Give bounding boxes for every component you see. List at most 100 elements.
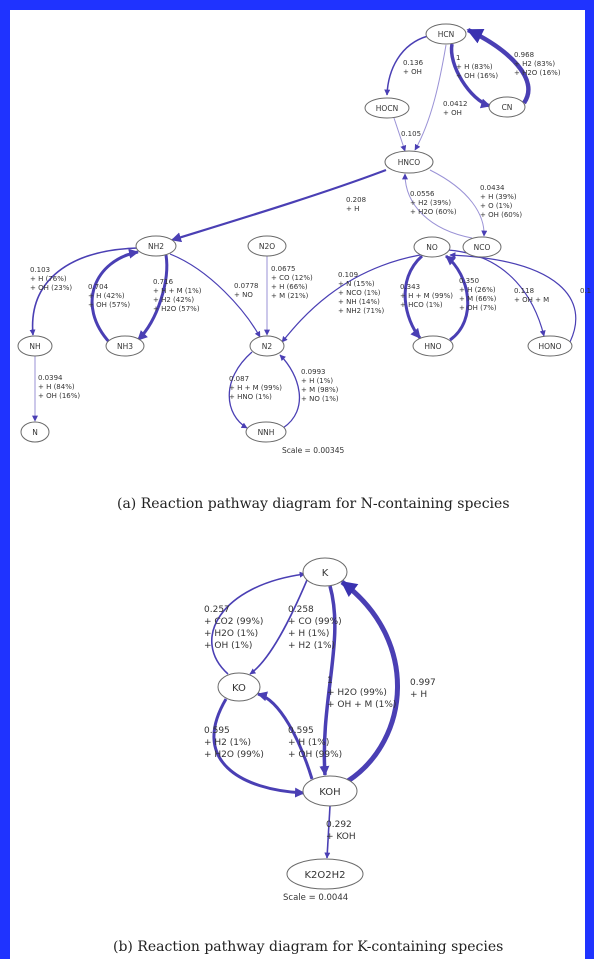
edge-label-k-koh: 1+ H2O (99%)+ OH + M (1%) (327, 676, 396, 710)
edge-label-no-hono: 0.118+ OH + M (514, 287, 549, 304)
node-no: NO (413, 236, 451, 258)
edge-label-koh-ko: 0.595+ H (1%)+ OH (99%) (288, 726, 342, 760)
pathway-arrow (249, 579, 308, 675)
node-label: CN (502, 103, 513, 112)
node-hnco: HNCO (384, 150, 434, 174)
pathway-arrow (466, 27, 531, 105)
pathway-arrow (403, 254, 424, 339)
node-nh: NH (17, 335, 53, 357)
node-koh: KOH (302, 775, 358, 807)
edge-label-n2-nnh: 0.087+ H + M (99%)+ HNO (1%) (229, 375, 282, 401)
node-label: HOCN (376, 104, 398, 113)
caption-b: (b) Reaction pathway diagram for K-conta… (113, 939, 503, 955)
node-label: NH (29, 342, 40, 351)
edge-label-hnco-nco: 0.0434+ H (39%)+ O (1%)+ OH (60%) (480, 184, 522, 219)
node-label: HCN (438, 30, 455, 39)
node-cn: CN (488, 96, 526, 118)
node-hocn: HOCN (364, 97, 410, 119)
node-label: KOH (319, 787, 340, 798)
scale-label-b: Scale = 0.0044 (283, 893, 348, 903)
node-label: HNCO (398, 158, 420, 167)
edge-label-nh2-n2: 0.0778+ NO (234, 282, 259, 299)
pathway-arrow (29, 247, 139, 336)
node-label: N (32, 428, 38, 437)
pathway-arrow (212, 698, 305, 798)
node-label: NH3 (117, 342, 133, 351)
node-hno: HNO (412, 335, 454, 357)
pathway-arrow (384, 35, 429, 96)
node-hono: HONO (527, 335, 573, 357)
pathway-arrow (414, 44, 447, 151)
edge-label-nco-hnco: 0.0556+ H2 (39%)+ H2O (60%) (410, 190, 457, 216)
edge-label-cn-hcn: 0.968+ H2 (83%)+ H2O (16%) (514, 51, 561, 77)
figure-texts: Scale = 0.00345 (a) Reaction pathway dia… (113, 446, 510, 955)
pathway-arrow (281, 254, 421, 343)
node-n2: N2 (249, 335, 285, 357)
pathway-arrow (136, 254, 169, 342)
pathway-arrow (449, 252, 577, 343)
edge-label-hno-no: 0.350+ H (26%)+ M (66%)+ OH (7%) (459, 277, 497, 312)
edge-label-nh2-nh: 0.103+ H (76%)+ OH (23%) (30, 266, 72, 292)
edge-label-koh-k: 0.997+ H (410, 678, 436, 700)
pathway-edges (29, 27, 577, 859)
edge-label-nnh-n2: 0.0993+ H (1%)+ M (98%)+ NO (1%) (301, 368, 339, 403)
node-label: N2O (259, 242, 275, 251)
edge-label-hcn-hocn: 0.136+ OH (403, 59, 424, 76)
pathway-arrow (445, 254, 470, 342)
pathway-arrow (429, 169, 488, 237)
pathway-arrow (90, 248, 139, 345)
node-label: HONO (538, 342, 561, 351)
pathway-arrow (340, 579, 400, 784)
node-n: N (20, 421, 50, 443)
edge-label-nh-n: 0.0394+ H (84%)+ OH (16%) (38, 374, 80, 400)
edge-label-no-n2: 0.109+ N (15%)+ NCO (1%)+ NH (14%)+ NH2 … (338, 271, 385, 315)
node-label: NNH (258, 428, 275, 437)
edge-label-nh2-nh3: 0.716+ H + M (1%)+ H2 (42%)+ H2O (57%) (153, 278, 202, 313)
node-label: K (322, 568, 329, 579)
edge-label-n2o-n2: 0.0675+ CO (12%)+ H (66%)+ M (21%) (271, 265, 313, 300)
edge-label-hocn-hnco: 0.105 (401, 130, 421, 138)
node-nnh: NNH (245, 421, 287, 443)
node-label: KO (232, 683, 246, 694)
pathway-arrow (393, 117, 407, 152)
node-nh2: NH2 (135, 235, 177, 257)
pathway-arrow (449, 43, 491, 109)
node-k2o2h2: K2O2H2 (286, 858, 364, 890)
scale-label-a: Scale = 0.00345 (282, 446, 344, 455)
pathway-arrow (169, 253, 261, 338)
edge-label-hnco-nh2: 0.208+ H (346, 196, 366, 213)
node-label: HNO (424, 342, 441, 351)
pathway-arrow (402, 173, 473, 239)
pathway-arrow (324, 805, 331, 859)
edge-label-no-hno: 0.343+ H + M (99%)+ HCO (1%) (400, 283, 453, 309)
node-label: N2 (262, 342, 273, 351)
edge-label-koh-k2o2h2: 0.292+ KOH (326, 820, 356, 842)
node-ko: KO (217, 672, 261, 702)
node-n2o: N2O (247, 235, 287, 257)
node-hcn: HCN (425, 23, 467, 45)
pathway-arrow (171, 168, 387, 243)
node-label: NO (426, 243, 438, 252)
edge-labels: 0.136+ OH 1+ H (83%)+ OH (16%) 0.968+ H2 (… (30, 51, 591, 842)
pathway-arrow (319, 585, 337, 776)
pathway-arrow (279, 354, 301, 429)
edge-label-k-ko: 0.258+ CO (99%)+ H (1%)+ H2 (1%) (288, 605, 342, 651)
pathway-arrow (228, 351, 253, 429)
edge-label-hcn-hnco: 0.0412+ OH (443, 100, 468, 117)
pathway-arrow (211, 571, 306, 675)
pathway-arrow (257, 691, 314, 780)
node-label: NH2 (148, 242, 164, 251)
edge-label-nh3-nh2: 0.704+ H (42%)+ OH (57%) (88, 283, 130, 309)
node-nco: NCO (462, 236, 502, 258)
edge-label-hcn-cn: 1+ H (83%)+ OH (16%) (456, 54, 498, 80)
node-nh3: NH3 (105, 335, 145, 357)
edge-label-hono-no: 0.1 (580, 287, 591, 295)
node-label: K2O2H2 (304, 870, 345, 881)
edge-label-ko-koh: 0.595+ H2 (1%)+ H2O (99%) (204, 726, 264, 760)
node-k: K (302, 557, 348, 587)
node-label: NCO (474, 243, 491, 252)
caption-a: (a) Reaction pathway diagram for N-conta… (117, 496, 510, 512)
